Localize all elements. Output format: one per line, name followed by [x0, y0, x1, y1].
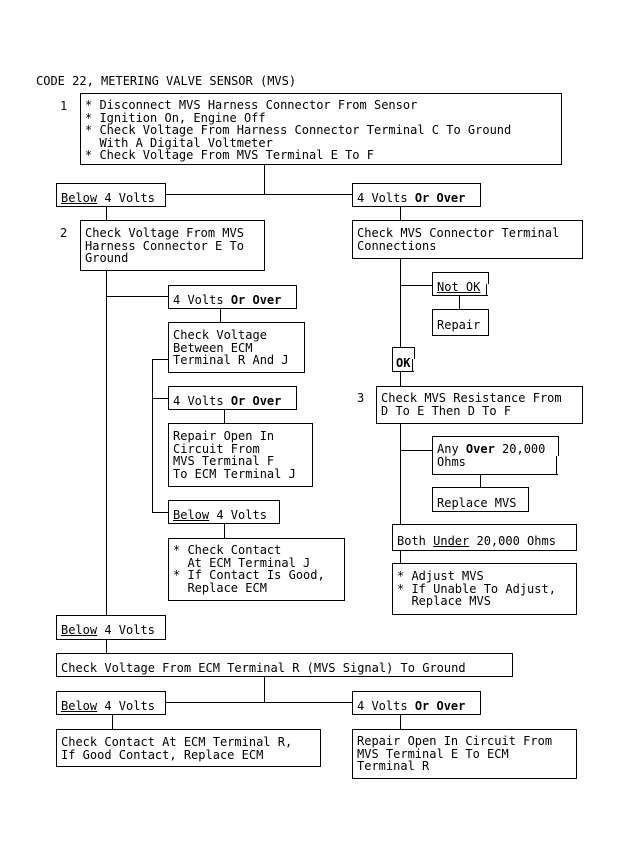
connector	[264, 677, 265, 703]
below-4-volts-label-3: Below 4 Volts	[56, 615, 166, 640]
contact-r-box: Check Contact At ECM Terminal R, If Good…	[56, 729, 321, 767]
connector	[106, 640, 107, 653]
any-over-line-1: Any Over 20,000	[437, 442, 546, 456]
connector	[459, 296, 460, 309]
page-title: CODE 22, METERING VALVE SENSOR (MVS)	[36, 74, 297, 88]
repair-open-e-line-2: MVS Terminal E To ECM	[357, 746, 509, 761]
four-volts-or-over-label-3: 4 Volts Or Over	[168, 386, 297, 410]
step2-line-3: Ground	[85, 251, 129, 265]
tag-edge	[486, 284, 487, 296]
connector	[224, 410, 225, 423]
repair-open-e-line-3: Terminal R	[357, 759, 430, 773]
step1-line-3: * Check Voltage From Harness Connector T…	[85, 123, 512, 137]
contact-j-line-4: Replace ECM	[173, 580, 267, 595]
connector	[152, 359, 153, 512]
connector	[152, 512, 169, 513]
adjust-line-3: Replace MVS	[397, 594, 491, 608]
step1-line-5: * Check Voltage From MVS Terminal E To F	[85, 148, 374, 162]
step3-line-1: Check MVS Resistance From	[381, 391, 562, 405]
not-ok-label: Not OK	[432, 272, 488, 296]
below-4-volts-label: Below 4 Volts	[56, 183, 166, 207]
repair-open-e-line-1: Repair Open In Circuit From	[357, 734, 553, 748]
connector	[400, 207, 401, 220]
tag-edge	[558, 436, 559, 456]
repair-open-f-line-2: Circuit From	[173, 441, 260, 456]
connector	[112, 715, 113, 729]
step-number-1: 1	[60, 99, 68, 113]
repair-open-f-line-3: MVS Terminal F	[173, 454, 275, 468]
step-number-3: 3	[357, 391, 365, 405]
step1-line-4: With A Digital Voltmeter	[85, 135, 273, 150]
ecm-voltage-line-2: Between ECM	[173, 340, 253, 355]
both-under-label: Both Under 20,000 Ohms	[392, 524, 577, 551]
repair-open-e-box: Repair Open In Circuit From MVS Terminal…	[352, 729, 577, 779]
step2-line-1: Check Voltage From MVS	[85, 226, 244, 240]
tag-edge	[556, 456, 557, 475]
four-volts-or-over-label: 4 Volts Or Over	[352, 183, 481, 207]
connector	[400, 285, 433, 286]
connector	[224, 524, 225, 538]
connector	[152, 398, 169, 399]
any-over-label: Any Over 20,000 Ohms	[432, 436, 558, 475]
connector	[480, 475, 481, 487]
contact-r-line-1: Check Contact At ECM Terminal R,	[61, 735, 293, 749]
tag-edge	[488, 272, 489, 284]
adjust-mvs-box: * Adjust MVS * If Unable To Adjust, Repl…	[392, 563, 577, 615]
connector	[165, 702, 352, 703]
step-number-2: 2	[60, 226, 68, 240]
contact-j-line-3: * If Contact Is Good,	[173, 568, 325, 582]
ecm-voltage-line-1: Check Voltage	[173, 328, 267, 342]
connector	[400, 424, 401, 524]
ecm-voltage-line-3: Terminal R And J	[173, 353, 289, 367]
connector	[400, 450, 433, 451]
tag-edge	[414, 347, 415, 359]
four-volts-or-over-label-4: 4 Volts Or Over	[352, 691, 481, 715]
step3-line-2: D To E Then D To F	[381, 403, 512, 418]
connector	[106, 207, 107, 220]
adjust-line-2: * If Unable To Adjust,	[397, 581, 556, 596]
connector	[400, 715, 401, 729]
step2-line-2: Harness Connector E To	[85, 238, 244, 253]
repair-open-f-box: Repair Open In Circuit From MVS Terminal…	[168, 423, 313, 487]
step2-box: Check Voltage From MVS Harness Connector…	[80, 220, 265, 271]
step1-line-1: * Disconnect MVS Harness Connector From …	[85, 98, 418, 112]
connector	[400, 551, 401, 563]
repair-box: Repair	[432, 309, 489, 336]
connector	[165, 194, 352, 195]
ok-label: OK	[392, 347, 414, 372]
ecm-r-signal-box: Check Voltage From ECM Terminal R (MVS S…	[56, 653, 513, 677]
step1-box: * Disconnect MVS Harness Connector From …	[80, 93, 562, 165]
connector	[106, 271, 107, 616]
four-volts-or-over-label-2: 4 Volts Or Over	[168, 285, 297, 309]
contact-j-line-2: At ECM Terminal J	[173, 555, 311, 570]
contact-j-box: * Check Contact At ECM Terminal J * If C…	[168, 538, 345, 601]
connector	[400, 259, 401, 355]
contact-j-line-1: * Check Contact	[173, 543, 282, 557]
any-over-line-2: Ohms	[437, 454, 466, 469]
connector	[106, 296, 169, 297]
connector	[152, 359, 169, 360]
step3-box: Check MVS Resistance From D To E Then D …	[376, 386, 583, 424]
ecm-voltage-box: Check Voltage Between ECM Terminal R And…	[168, 322, 305, 373]
repair-open-f-line-4: To ECM Terminal J	[173, 466, 296, 481]
below-4-volts-label-2: Below 4 Volts	[168, 500, 280, 524]
connector	[400, 372, 401, 386]
contact-r-line-2: If Good Contact, Replace ECM	[61, 747, 264, 762]
connector	[264, 165, 265, 195]
check-connector-line-1: Check MVS Connector Terminal	[357, 226, 560, 240]
check-connector-box: Check MVS Connector Terminal Connections	[352, 220, 583, 259]
repair-open-f-line-1: Repair Open In	[173, 429, 275, 443]
check-connector-line-2: Connections	[357, 238, 437, 253]
connector	[220, 309, 221, 322]
tag-edge	[412, 359, 413, 372]
replace-mvs-box: Replace MVS	[432, 487, 529, 512]
below-4-volts-label-4: Below 4 Volts	[56, 691, 166, 715]
step1-line-2: * Ignition On, Engine Off	[85, 110, 266, 125]
adjust-line-1: * Adjust MVS	[397, 569, 484, 583]
